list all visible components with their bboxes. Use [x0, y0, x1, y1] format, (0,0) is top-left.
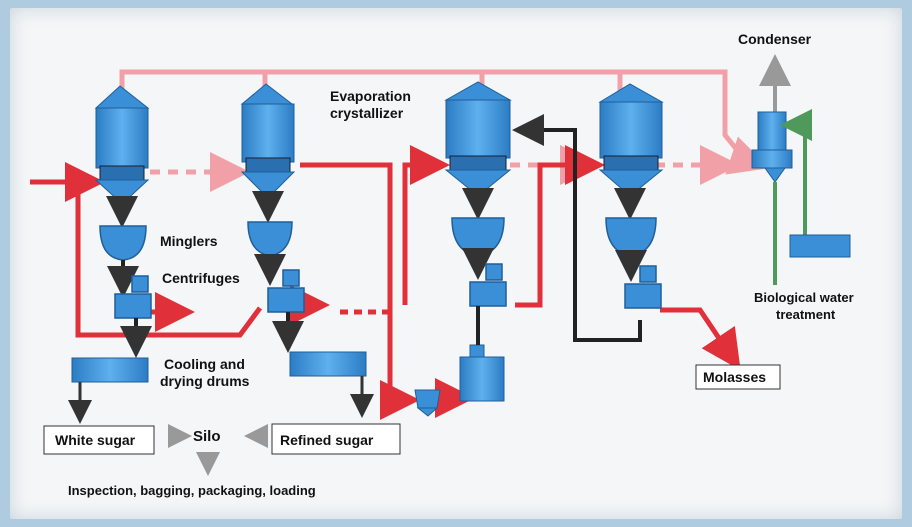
label-cooling: Cooling and — [164, 356, 245, 372]
vessel-1 — [94, 85, 150, 205]
label-condenser: Condenser — [738, 31, 812, 47]
label-refined-sugar: Refined sugar — [280, 432, 374, 448]
centrifuges — [114, 263, 662, 319]
silo-arrows — [168, 424, 268, 476]
label-silo: Silo — [193, 428, 221, 445]
label-molasses: Molasses — [703, 369, 766, 385]
water-treatment-unit — [789, 234, 851, 258]
label-bio-water-1: Biological water — [754, 290, 854, 305]
white-sugar-box — [43, 425, 155, 455]
centrifuge-outlets — [120, 312, 304, 358]
label-white-sugar: White sugar — [55, 432, 136, 448]
vessel-2 — [240, 83, 296, 199]
mingler-outlets — [107, 248, 647, 298]
label-centrifuges: Centrifuges — [162, 270, 240, 286]
label-minglers: Minglers — [160, 233, 218, 249]
label-drying: drying drums — [160, 373, 250, 389]
drum-right — [289, 351, 367, 377]
vessel-4 — [598, 83, 664, 197]
label-inspection: Inspection, bagging, packaging, loading — [68, 483, 316, 498]
label-evaporation: Evaporation — [330, 88, 411, 104]
green-water-loop — [773, 109, 812, 285]
vessel-outlets — [106, 188, 646, 228]
label-crystallizer: crystallizer — [330, 105, 404, 121]
vessel-3 — [444, 81, 512, 197]
drum-outlets — [68, 376, 374, 424]
diagram-frame — [10, 8, 902, 519]
molasses-box — [695, 364, 781, 390]
remelt-tank — [459, 306, 505, 402]
condenser-unit — [751, 54, 793, 183]
minglers — [99, 217, 657, 261]
steam-line-top — [119, 69, 770, 175]
dark-loop — [512, 114, 642, 342]
dissolver-hopper — [414, 389, 441, 417]
label-bio-water-2: treatment — [776, 307, 836, 322]
drum-left — [71, 357, 149, 383]
refined-sugar-box — [271, 423, 401, 455]
